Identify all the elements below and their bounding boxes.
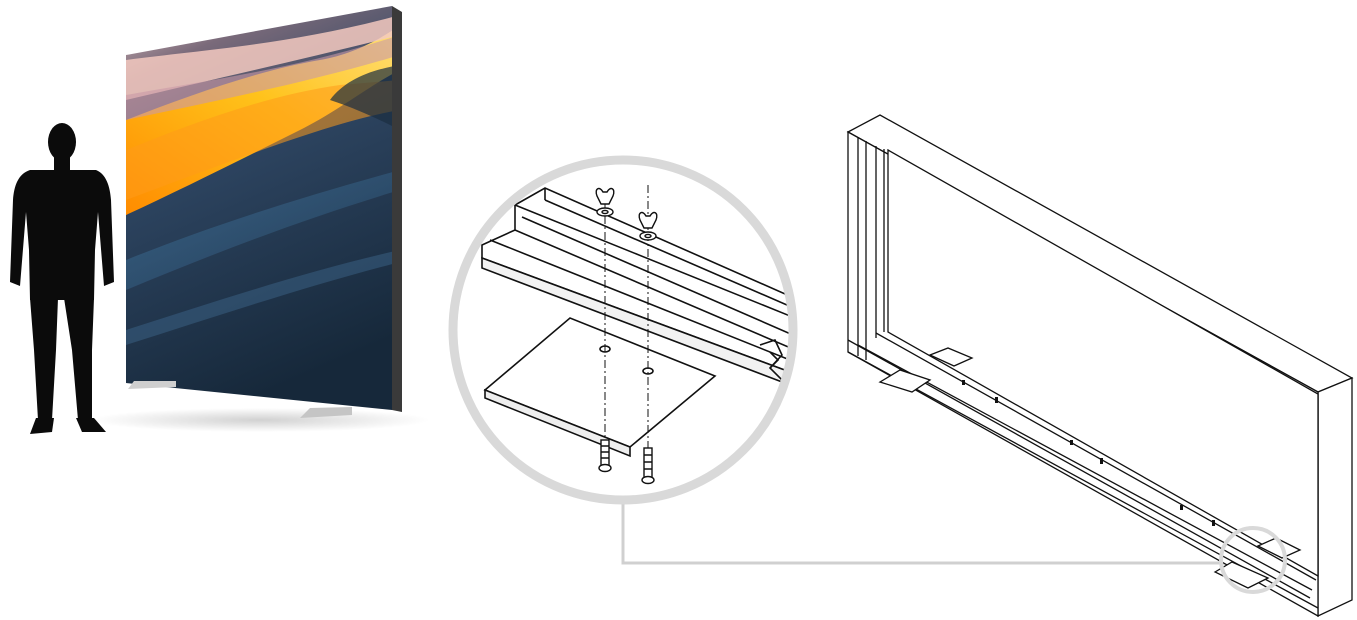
frame-right-side xyxy=(1317,377,1353,618)
display-foot-left xyxy=(128,381,176,389)
frame-foot-right-top xyxy=(1256,537,1302,559)
floor-shadow xyxy=(90,408,430,432)
frame-drawing xyxy=(846,114,1354,618)
foot-plate xyxy=(483,317,717,458)
leader-line xyxy=(621,500,1225,565)
detail-callout xyxy=(448,155,1225,565)
bolt-2 xyxy=(641,447,655,485)
bolt-axes xyxy=(604,185,649,450)
display-scene xyxy=(10,6,430,434)
frame-foot-left xyxy=(878,369,932,393)
callout-content xyxy=(453,160,793,500)
display-frame-side xyxy=(392,6,402,412)
wing-nut-2 xyxy=(638,211,658,241)
person-silhouette xyxy=(10,123,114,434)
frame-opening xyxy=(887,148,1319,578)
bolt-1 xyxy=(598,439,612,473)
extrusion-profile xyxy=(481,187,793,387)
detail-highlight-circle xyxy=(1219,526,1287,594)
rail-markers xyxy=(962,380,1215,526)
display-graphic xyxy=(126,6,392,410)
frame-foot-right xyxy=(1213,561,1270,589)
frame-foot-left-top xyxy=(928,347,974,367)
wing-nut-1 xyxy=(595,187,615,217)
callout-ring xyxy=(448,155,798,505)
display-foot-right xyxy=(300,407,352,418)
